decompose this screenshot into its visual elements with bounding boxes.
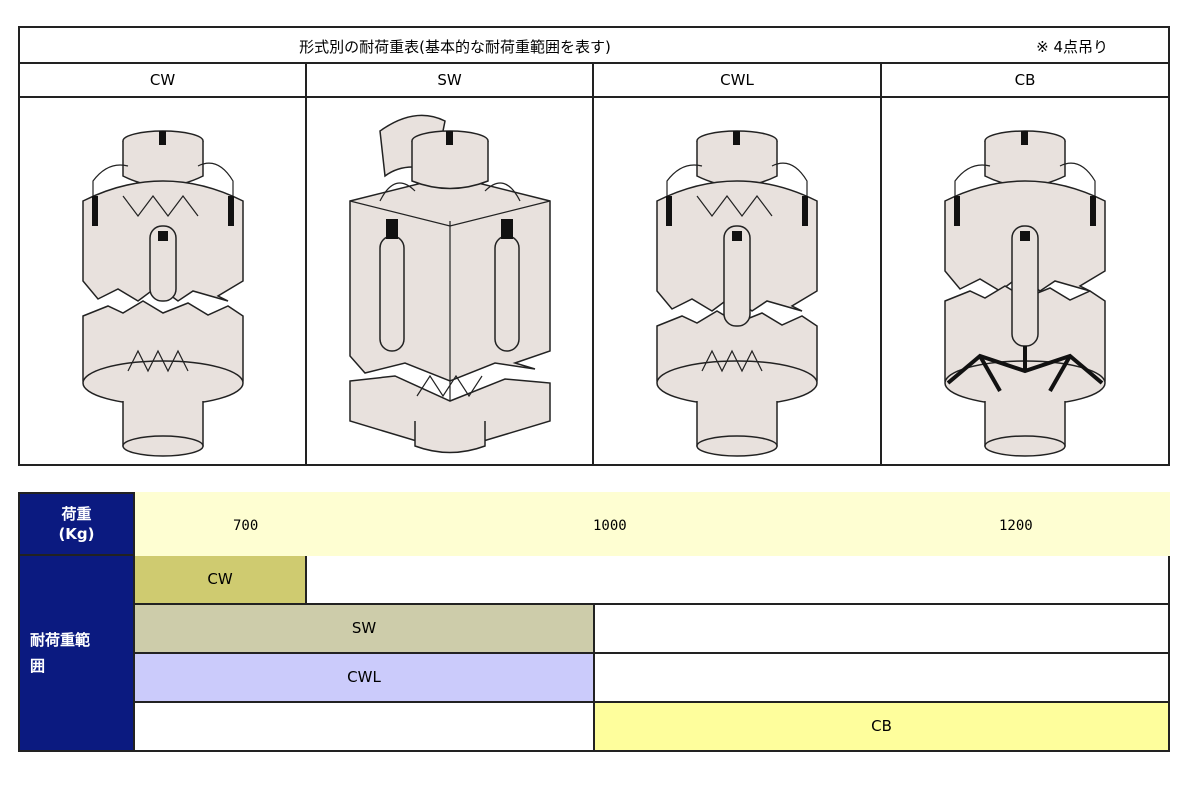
cw-bag-illustration bbox=[81, 130, 244, 457]
range-label: 耐荷重範 囲 bbox=[18, 554, 135, 752]
axis-label-700: 700 bbox=[233, 518, 259, 534]
range-row-cwl: CWL bbox=[133, 652, 1170, 703]
load-header-line1: 荷重 bbox=[61, 505, 92, 523]
range-row-cb: CB bbox=[133, 701, 1170, 752]
range-bar-cb: CB bbox=[593, 703, 1168, 750]
load-header-line2: (Kg) bbox=[58, 525, 95, 543]
range-row-sw: SW bbox=[133, 603, 1170, 654]
axis-label-1200: 1200 bbox=[999, 518, 1033, 534]
table-title-cell: 形式別の耐荷重表(基本的な耐荷重範囲を表す) ※ 4点吊り bbox=[18, 26, 1170, 64]
bag-illustration-cb-cell bbox=[880, 96, 1170, 466]
sw-bag-illustration bbox=[348, 114, 551, 454]
bag-illustration-cwl-cell bbox=[592, 96, 882, 466]
range-bar-sw: SW bbox=[135, 605, 595, 652]
range-label-line2: 囲 bbox=[30, 657, 46, 675]
range-label-line1: 耐荷重範 bbox=[30, 631, 91, 649]
bag-type-table: 形式別の耐荷重表(基本的な耐荷重範囲を表す) ※ 4点吊り CW SW CWL … bbox=[18, 26, 1170, 466]
range-bar-cw: CW bbox=[135, 556, 307, 603]
type-name-cb: CB bbox=[880, 62, 1170, 98]
type-name-sw: SW bbox=[305, 62, 594, 98]
suspension-note: ※ 4点吊り bbox=[1036, 38, 1108, 56]
type-name-cw: CW bbox=[18, 62, 307, 98]
load-range-table: 荷重 (Kg) 700 1000 1200 耐荷重範 囲 CW SW CWL C… bbox=[18, 492, 1170, 752]
bag-illustration-cw-cell bbox=[18, 96, 307, 466]
load-header: 荷重 (Kg) bbox=[18, 492, 135, 556]
axis-label-1000: 1000 bbox=[593, 518, 627, 534]
load-axis: 700 1000 1200 bbox=[133, 492, 1170, 556]
type-name-cwl: CWL bbox=[592, 62, 882, 98]
range-bar-cwl: CWL bbox=[135, 654, 595, 701]
cb-bag-illustration bbox=[944, 130, 1106, 457]
cwl-bag-illustration bbox=[656, 130, 818, 457]
bag-illustration-sw-cell bbox=[305, 96, 594, 466]
table-title: 形式別の耐荷重表(基本的な耐荷重範囲を表す) bbox=[299, 38, 611, 56]
range-row-cw: CW bbox=[133, 554, 1170, 605]
